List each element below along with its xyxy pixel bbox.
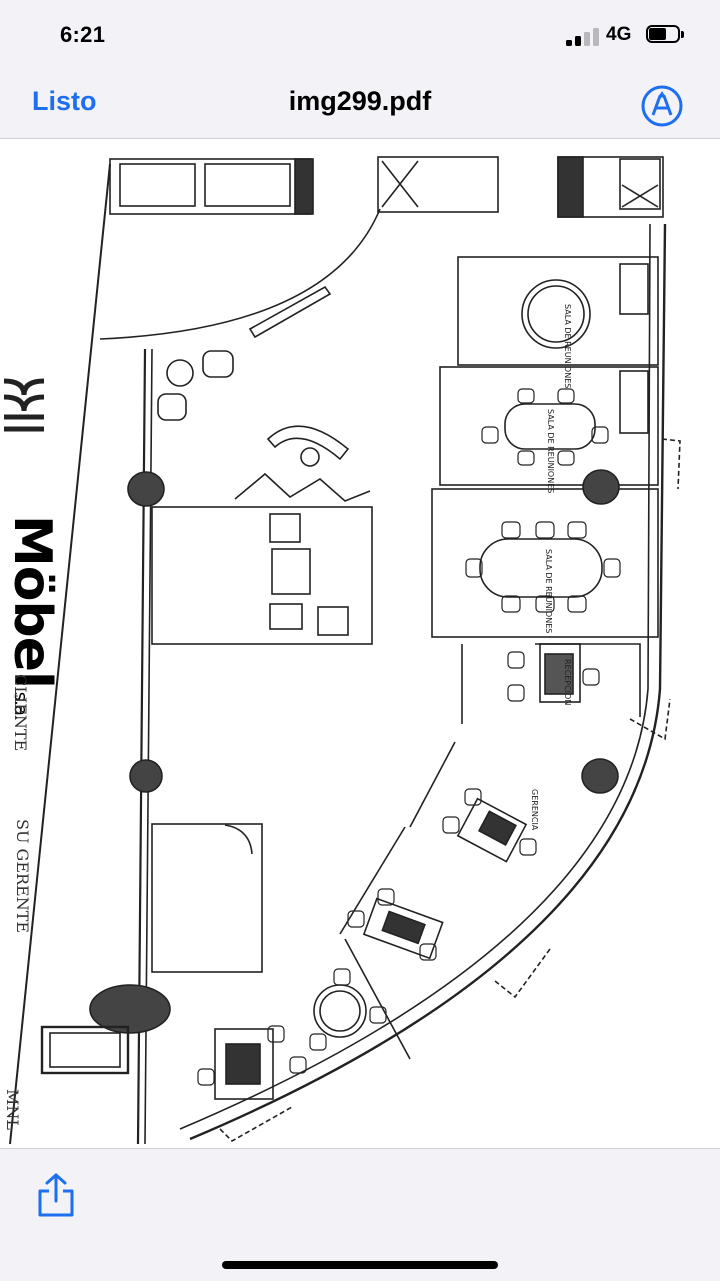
document-title: img299.pdf [288,86,432,116]
status-time: 6:21 [60,22,106,47]
room-label-2: SALA DE REUNIONES [546,409,555,493]
handwritten-note-mnl: MNL [3,1089,22,1131]
network-type: 4G [606,24,632,45]
handwritten-note-manager: SU GERENTE [13,819,32,934]
floor-plan-drawing: SALA DE REUNIONES SALA DE REUNIONES SALA… [9,156,681,1145]
brand-logo-mark-icon [3,378,45,432]
brand-name: Möbel [2,515,62,688]
room-label-3: SALA DE REUNIONES [544,549,553,633]
room-label-5: RECEPCION [563,659,572,705]
pdf-page[interactable]: SALA DE REUNIONES SALA DE REUNIONES SALA… [0,139,720,1148]
done-button[interactable]: Listo [32,86,97,116]
room-label-4: GERENCIA [530,789,539,831]
nav-bar: Listo img299.pdf [0,72,720,139]
bottom-toolbar [0,1148,720,1281]
markup-pen-icon[interactable] [638,82,686,130]
brand-logo: Möbel s.a. [2,515,62,815]
battery-icon [646,25,684,45]
cellular-signal-icon [566,28,602,46]
home-indicator[interactable] [222,1261,498,1269]
status-bar: 6:21 4G [0,0,720,72]
share-icon[interactable] [34,1171,78,1219]
handwritten-note-client: CLIENTE [11,674,30,752]
room-label-1: SALA DE REUNIONES [563,304,572,388]
